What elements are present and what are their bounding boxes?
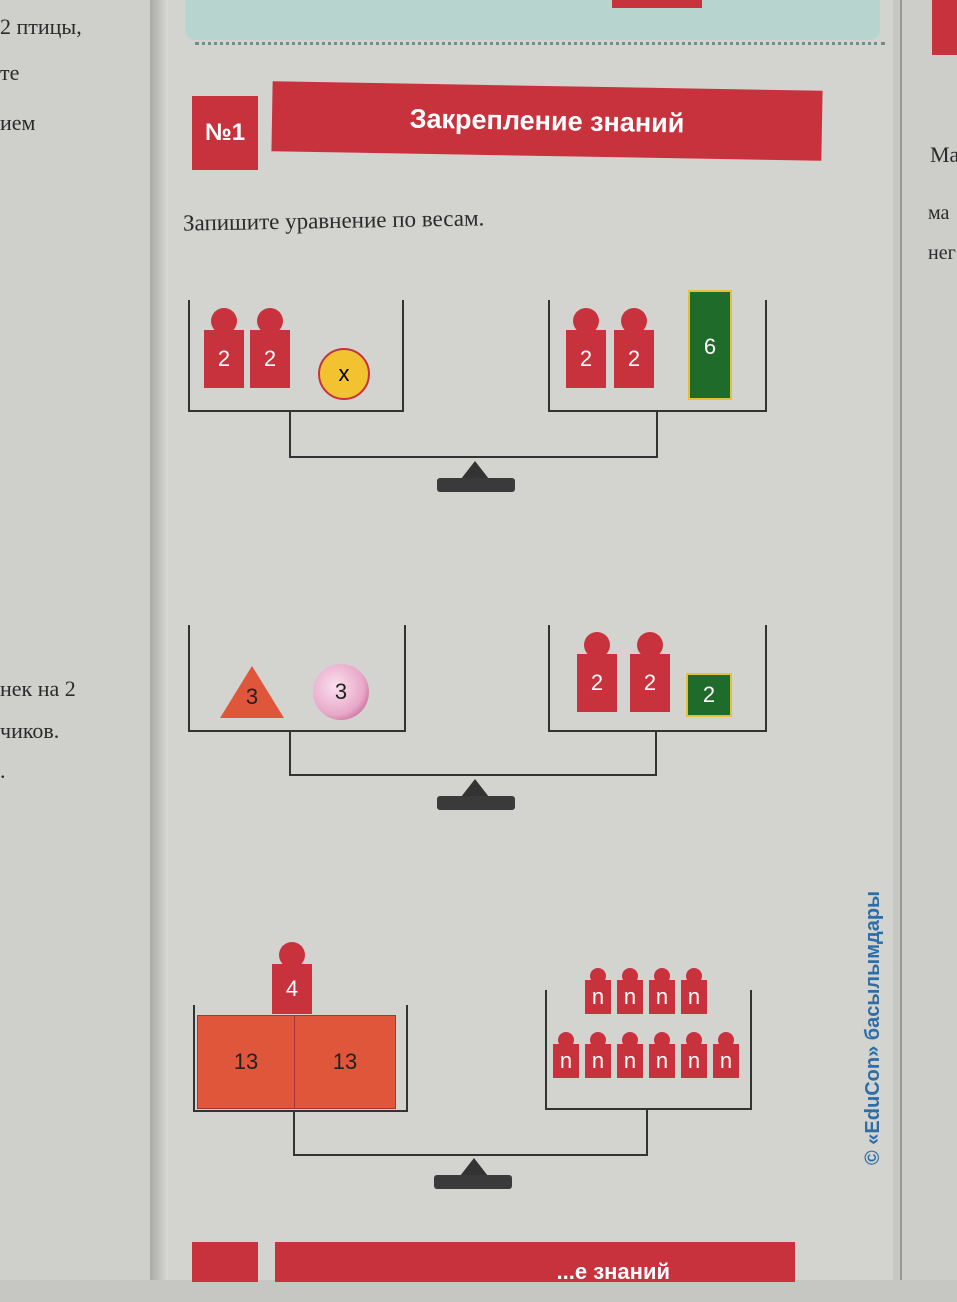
weight: 2 — [577, 632, 617, 712]
text-line: нек на 2 — [0, 676, 76, 701]
text-line: ием — [0, 110, 36, 135]
weight-n: n — [649, 968, 675, 1014]
bottom-title-band: ...е знаний — [275, 1242, 795, 1284]
text-line: ма — [928, 202, 950, 224]
big-block: 13 — [197, 1015, 295, 1109]
beam — [293, 1154, 648, 1156]
top-banner — [185, 0, 880, 40]
weight: 2 — [250, 308, 290, 388]
base — [437, 478, 515, 492]
triangle-weight: 3 — [245, 684, 259, 709]
weight-n: n — [713, 1032, 739, 1078]
gutter-shadow — [150, 0, 168, 1280]
text-line: 2 птицы, — [0, 14, 82, 39]
ball-weight: 3 — [313, 664, 369, 720]
weight-n: n — [617, 968, 643, 1014]
weight: 2 — [204, 308, 244, 388]
big-block: 13 — [294, 1015, 396, 1109]
beam — [289, 774, 657, 776]
beam — [289, 456, 658, 458]
fulcrum — [461, 779, 489, 797]
weight-n: n — [617, 1032, 643, 1078]
text-line: . — [0, 758, 6, 783]
right-pan — [548, 300, 767, 412]
weight-n: n — [649, 1032, 675, 1078]
fulcrum — [460, 1158, 488, 1176]
fulcrum — [461, 461, 489, 479]
weight-n: n — [585, 968, 611, 1014]
text-line: Ма — [930, 142, 957, 167]
weight: 2 — [630, 632, 670, 712]
weight-n: n — [553, 1032, 579, 1078]
dotted-divider — [195, 42, 885, 45]
weight-n: n — [681, 1032, 707, 1078]
weight: 4 — [272, 942, 312, 1014]
weight: 2 — [566, 308, 606, 388]
unknown-x: x — [318, 348, 370, 400]
right-page: Ма ма нег — [900, 0, 957, 1280]
weight-n: n — [585, 1032, 611, 1078]
green-block: 6 — [688, 290, 732, 400]
weight-n: n — [681, 968, 707, 1014]
green-block: 2 — [686, 673, 732, 717]
exercise-number: №1 — [192, 96, 258, 170]
text-line: нег — [928, 242, 956, 264]
section-title: Закрепление знаний — [271, 81, 823, 161]
top-red-tab — [612, 0, 702, 8]
left-page: 2 птицы, те ием нек на 2 чиков. . — [0, 0, 150, 1280]
left-pan — [188, 300, 404, 412]
base — [434, 1175, 512, 1189]
weight: 2 — [614, 308, 654, 388]
bottom-number-band — [192, 1242, 258, 1282]
instruction: Запишите уравнение по весам. — [182, 205, 485, 236]
base — [437, 796, 515, 810]
text-line: те — [0, 60, 20, 85]
copyright-vertical: © «EduCon» басылымдары — [862, 890, 884, 1165]
text-line: чиков. — [0, 718, 60, 743]
